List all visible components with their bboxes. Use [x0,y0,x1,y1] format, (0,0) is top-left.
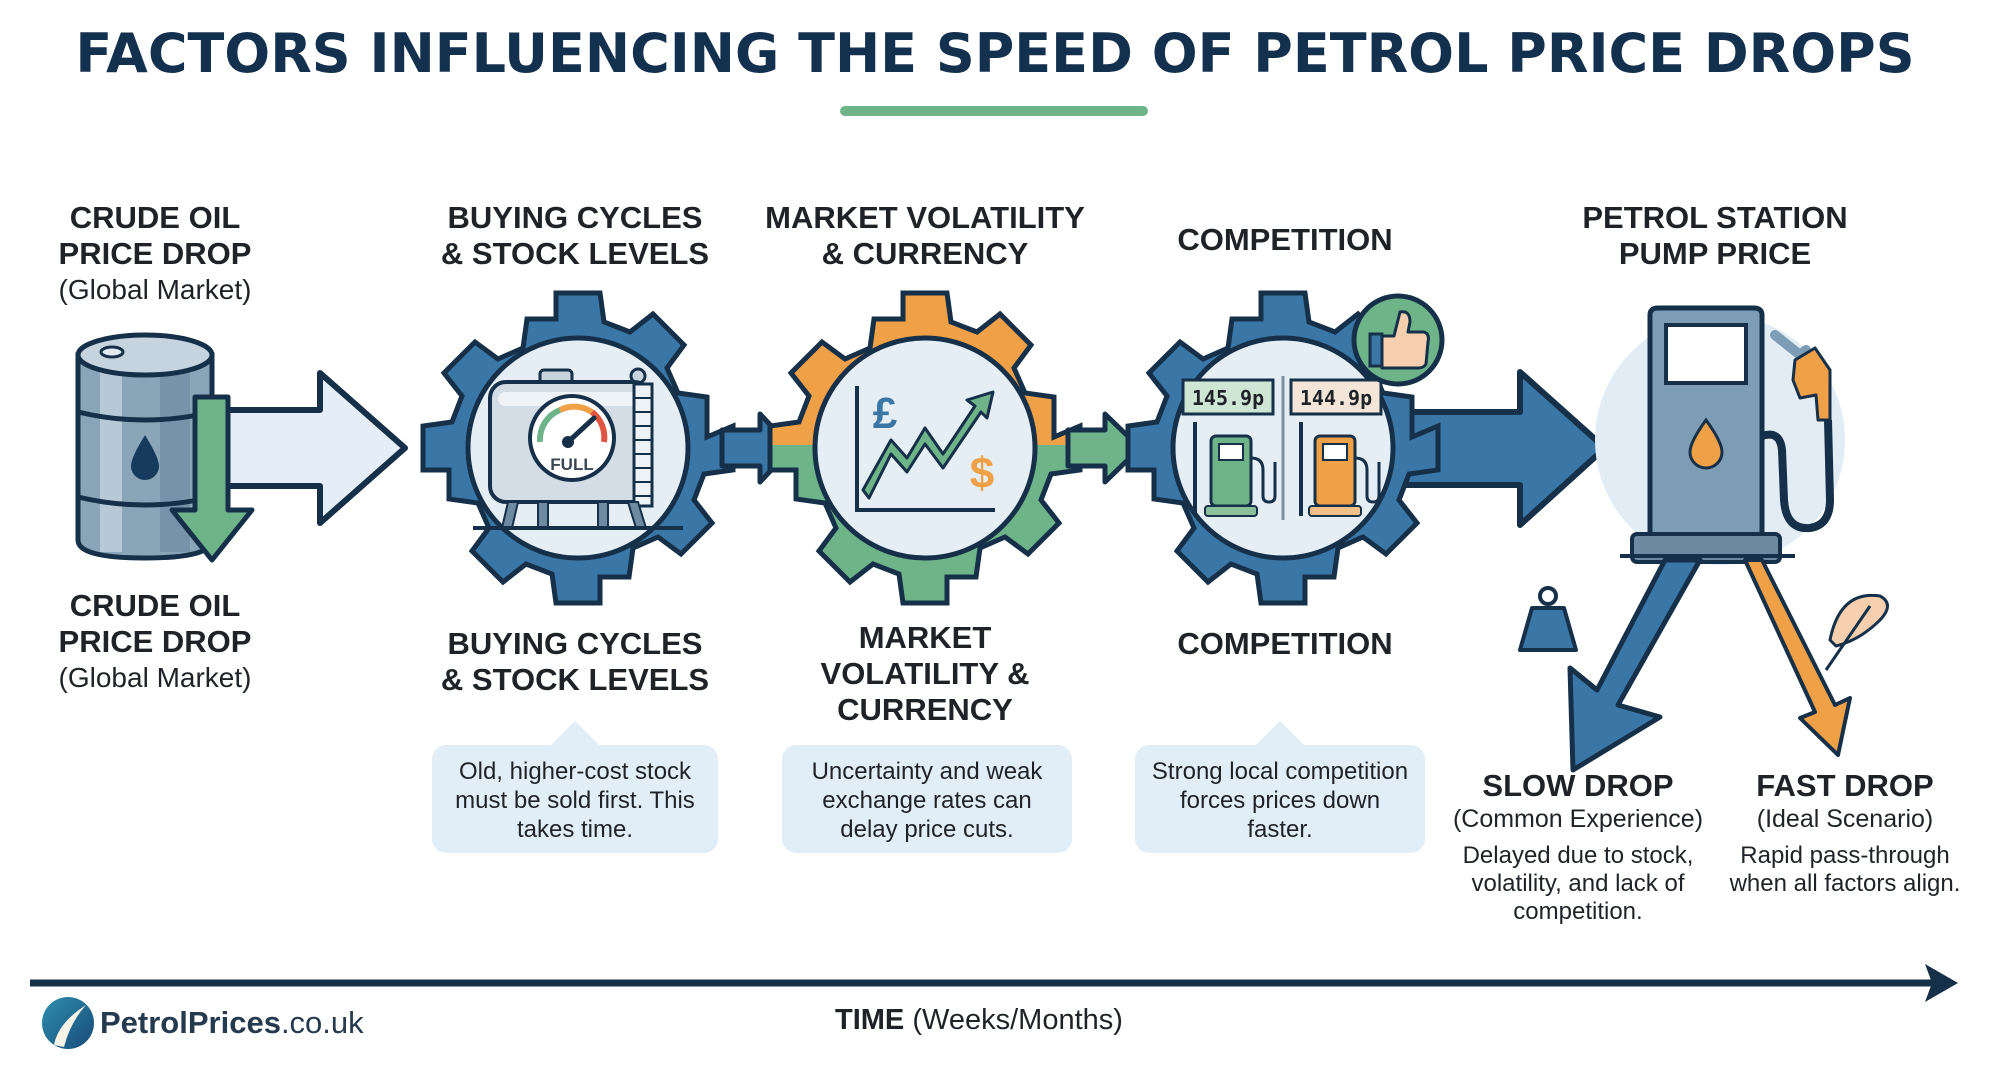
stage-1-bottom-subtitle: (Global Market) [58,662,252,693]
fast-drop-title: FAST DROP [1756,768,1934,803]
price-sign-a: 145.9p [1192,386,1264,410]
stage-1-title: CRUDE OIL PRICE DROP [58,200,252,271]
time-label-bold: TIME [835,1004,905,1036]
stage-2-top-label: BUYING CYCLES & STOCK LEVELS [440,200,710,271]
petrolprices-logo: PetrolPrices.co.uk [40,993,364,1053]
time-label-units: (Weeks/Months) [904,1004,1123,1036]
stage-1-bottom-title: CRUDE OIL PRICE DROP [58,588,252,659]
title-underline [840,106,1148,116]
slow-drop-arrow-icon [1567,557,1703,773]
stage-1-subtitle: (Global Market) [58,274,252,305]
competing-pumps-gear-icon: 145.9p 144.9p [1128,293,1438,603]
weight-icon [1518,586,1578,652]
feather-icon [1824,593,1889,671]
slow-drop-outcome: SLOW DROP (Common Experience) Delayed du… [1445,768,1711,926]
stage-1-bottom-label: CRUDE OIL PRICE DROP (Global Market) [20,588,290,696]
fast-drop-description: Rapid pass-through when all factors alig… [1729,842,1961,897]
slow-drop-title: SLOW DROP [1482,768,1674,803]
stage-2-callout: Old, higher-cost stock must be sold firs… [432,721,718,853]
stage-4-bottom-label: COMPETITION [1177,626,1393,661]
stage-1-top-label: CRUDE OIL PRICE DROP (Global Market) [20,200,290,308]
gauge-label: FULL [550,455,593,474]
stage-3-bottom-label: MARKET VOLATILITY & CURRENCY [820,620,1030,727]
big-light-arrow-icon [217,370,408,526]
logo-road-icon [42,997,94,1049]
stage-4-top-label: COMPETITION [1177,222,1393,257]
time-axis-label: TIME (Weeks/Months) [835,1004,1123,1037]
stage-4-callout: Strong local competition forces prices d… [1135,721,1425,853]
pound-icon: £ [873,389,898,438]
fast-drop-subtitle: (Ideal Scenario) [1756,805,1934,833]
fast-drop-outcome: FAST DROP (Ideal Scenario) Rapid pass-th… [1725,768,1965,898]
slow-drop-description: Delayed due to stock, volatility, and la… [1462,842,1694,925]
stage-3-top-label: MARKET VOLATILITY & CURRENCY [765,200,1085,271]
stage-3-callout: Uncertainty and weak exchange rates can … [782,745,1072,853]
logo-domain: .co.uk [280,1005,364,1040]
logo-brand: PetrolPrices [100,1005,281,1040]
price-sign-b: 144.9p [1300,386,1372,410]
dollar-icon: $ [970,449,994,498]
fast-drop-arrow-icon [1743,558,1852,757]
small-green-arrow-icon [1065,411,1143,485]
thumbs-up-icon [1351,293,1445,387]
logo-text: PetrolPrices.co.uk [100,1005,364,1041]
storage-tank-gear-icon: FULL [423,293,733,603]
slow-drop-subtitle: (Common Experience) [1452,805,1704,833]
page-title: FACTORS INFLUENCING THE SPEED OF PETROL … [75,22,1915,85]
down-arrow-icon [169,394,255,563]
fuel-pump-icon [1595,305,1845,565]
stage-5-top-label: PETROL STATION PUMP PRICE [1582,200,1848,271]
time-axis-arrow [30,964,1958,1002]
stage-2-bottom-label: BUYING CYCLES & STOCK LEVELS [440,626,710,697]
